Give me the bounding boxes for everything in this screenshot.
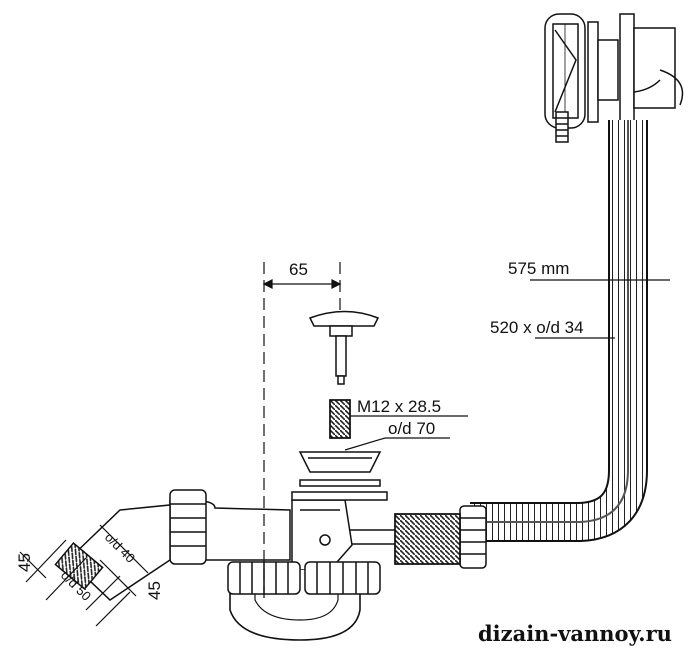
- outlet-length-right-label: 45: [145, 581, 164, 600]
- overflow-gasket: [587, 21, 619, 123]
- threaded-connector: [394, 513, 461, 565]
- outlet-length-left-label: 45: [15, 553, 34, 572]
- dimension-65: [262, 262, 342, 600]
- dimension-65-label: 65: [289, 260, 308, 279]
- plug-cap: [308, 310, 380, 337]
- threaded-bolt: [329, 399, 351, 439]
- pipe-length-label: 575 mm: [508, 259, 569, 278]
- overflow-screw: [555, 111, 569, 143]
- overflow-cover: [544, 13, 586, 129]
- watermark: dizain-vannoy.ru: [478, 621, 672, 646]
- drain-flange: [291, 479, 388, 501]
- hose-nut: [459, 505, 487, 569]
- outlet-dim-lines: [19, 524, 149, 627]
- thread-label: M12 x 28.5: [357, 397, 441, 416]
- drain-body: [291, 499, 353, 571]
- overflow-body: [619, 13, 684, 133]
- trap-nut-right: [304, 561, 381, 595]
- flange-od-label: o/d 70: [388, 419, 435, 438]
- strainer-cup: [298, 451, 382, 473]
- plug-stem: [335, 335, 347, 385]
- hose-spec-label: 520 x o/d 34: [490, 318, 584, 337]
- outlet-nut: [169, 489, 207, 565]
- leader-od70: [344, 437, 450, 451]
